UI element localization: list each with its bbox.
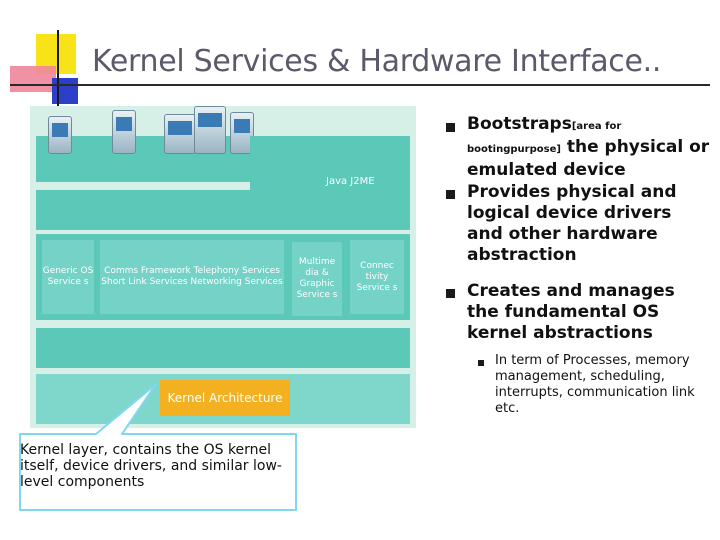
bullet-1-annotation: [area for bootingpurpose] (467, 121, 622, 155)
generic-os-service-tile: Generic OS Service s (42, 240, 94, 314)
bullet-marker-2 (446, 190, 455, 199)
architecture-diagram: Java J2ME Generic OS Service s Comms Fra… (30, 106, 416, 428)
comms-framework-tile: Comms Framework Telephony Services Short… (100, 240, 284, 314)
bullet-marker-3 (446, 289, 455, 298)
java-j2me-label: Java J2ME (326, 176, 375, 187)
connectivity-service-tile: Connec tivity Service s (350, 240, 404, 314)
bullet-marker-1 (446, 123, 455, 132)
phone-image-1 (48, 116, 72, 154)
bullet-1-main: Bootstraps (467, 114, 572, 134)
phone-image-4 (194, 106, 226, 154)
logo-pink-square (10, 66, 56, 92)
bullet-3: Creates and manages the fundamental OS k… (467, 281, 675, 343)
title-rule (10, 84, 710, 86)
multimedia-service-tile: Multime dia & Graphic Service s (292, 242, 342, 316)
java-layer (36, 190, 410, 230)
bullet-2: Provides physical and logical device dri… (467, 182, 677, 265)
phone-image-2 (112, 110, 136, 154)
logo-vertical-line (57, 30, 59, 110)
callout-text: Kernel layer, contains the OS kernel its… (20, 442, 282, 490)
phone-image-3 (164, 114, 196, 154)
logo-blue-square (52, 78, 78, 104)
kernel-architecture-box: Kernel Architecture (160, 380, 290, 416)
java-top-box (250, 136, 410, 190)
bullet-1-rest: the physical or emulated device (467, 137, 710, 180)
sub-bullet-marker-1 (478, 360, 484, 366)
slide-title: Kernel Services & Hardware Interface.. (92, 44, 662, 79)
bullet-1: Bootstraps[area for bootingpurpose] the … (467, 114, 712, 181)
sub-bullet-1: In term of Processes, memory management,… (495, 353, 695, 416)
base-services-band (36, 328, 410, 368)
